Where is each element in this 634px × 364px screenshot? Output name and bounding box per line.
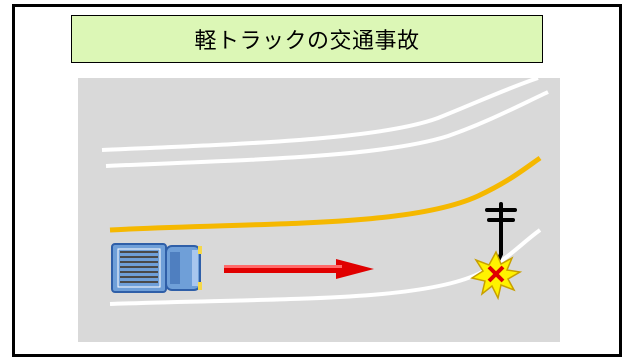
light-truck-icon — [111, 243, 202, 293]
road-diagram — [101, 78, 549, 306]
accident-scene — [78, 78, 560, 342]
upper-lane-line-outer — [101, 78, 539, 152]
arrow-right-icon — [224, 259, 374, 279]
title-banner: 軽トラックの交通事故 — [71, 15, 543, 63]
page-title: 軽トラックの交通事故 — [194, 29, 420, 54]
lower-lane-line — [109, 228, 542, 306]
collision-burst-icon — [470, 250, 523, 301]
upper-lane-line-inner — [105, 90, 549, 168]
center-line — [109, 155, 542, 233]
